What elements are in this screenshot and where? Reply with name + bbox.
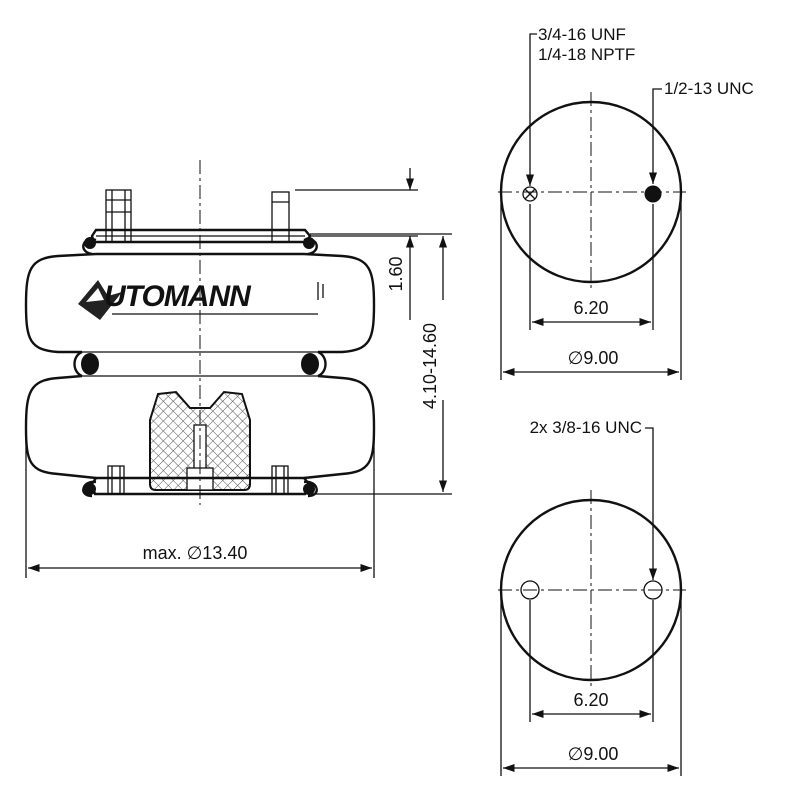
stud-hole xyxy=(644,185,662,203)
height-dim-label: 1.60 xyxy=(386,256,406,291)
girdle-right xyxy=(317,350,327,378)
top-plate-view: 3/4-16 UNF 1/4-18 NPTF 1/2-13 UNC 6.20 ∅… xyxy=(498,25,754,380)
bolt-hole-left xyxy=(520,580,540,600)
girdle-ring-right xyxy=(301,353,319,375)
air-spring-side-view: UTOMANN xyxy=(24,160,376,505)
bottom-bead-left-fill xyxy=(84,483,96,495)
bottom-diameter-dim: ∅9.00 xyxy=(568,744,619,764)
girdle-ring-left xyxy=(81,353,99,375)
bottom-spacing-dim: 6.20 xyxy=(573,690,608,710)
bottom-bead-right xyxy=(303,480,318,498)
bottom-thread-note: 2x 3/8-16 UNC xyxy=(530,418,642,437)
max-diameter-label: max. ∅13.40 xyxy=(143,543,248,563)
thread-note-unc: 1/2-13 UNC xyxy=(664,79,754,98)
bolt-hole-right xyxy=(643,580,663,600)
bottom-bead-left xyxy=(82,480,97,498)
top-spacing-dim: 6.20 xyxy=(573,298,608,318)
bottom-nut-right xyxy=(271,465,289,495)
lower-convolution xyxy=(24,374,376,480)
thread-note-nptf: 1/4-18 NPTF xyxy=(538,45,635,64)
bottom-bead-right-fill xyxy=(303,483,315,495)
thread-note-unf: 3/4-16 UNF xyxy=(538,25,626,44)
top-bead-left-fill xyxy=(84,237,96,249)
air-fitting-port xyxy=(522,186,538,202)
top-stud-right xyxy=(271,191,290,243)
automann-logo: UTOMANN xyxy=(78,280,324,320)
logo-text: UTOMANN xyxy=(104,280,252,313)
range-dim-label: 4.10-14.60 xyxy=(420,323,440,409)
top-bead-right-fill xyxy=(303,237,315,249)
bottom-nut-left xyxy=(107,465,125,495)
top-stud-left xyxy=(105,189,132,243)
side-dimensions: 1.60 4.10-14.60 max. ∅13.40 xyxy=(25,168,452,578)
girdle-left xyxy=(73,350,83,378)
top-diameter-dim: ∅9.00 xyxy=(568,348,619,368)
bottom-plate-view: 2x 3/8-16 UNC 6.20 ∅9.00 xyxy=(498,418,686,776)
